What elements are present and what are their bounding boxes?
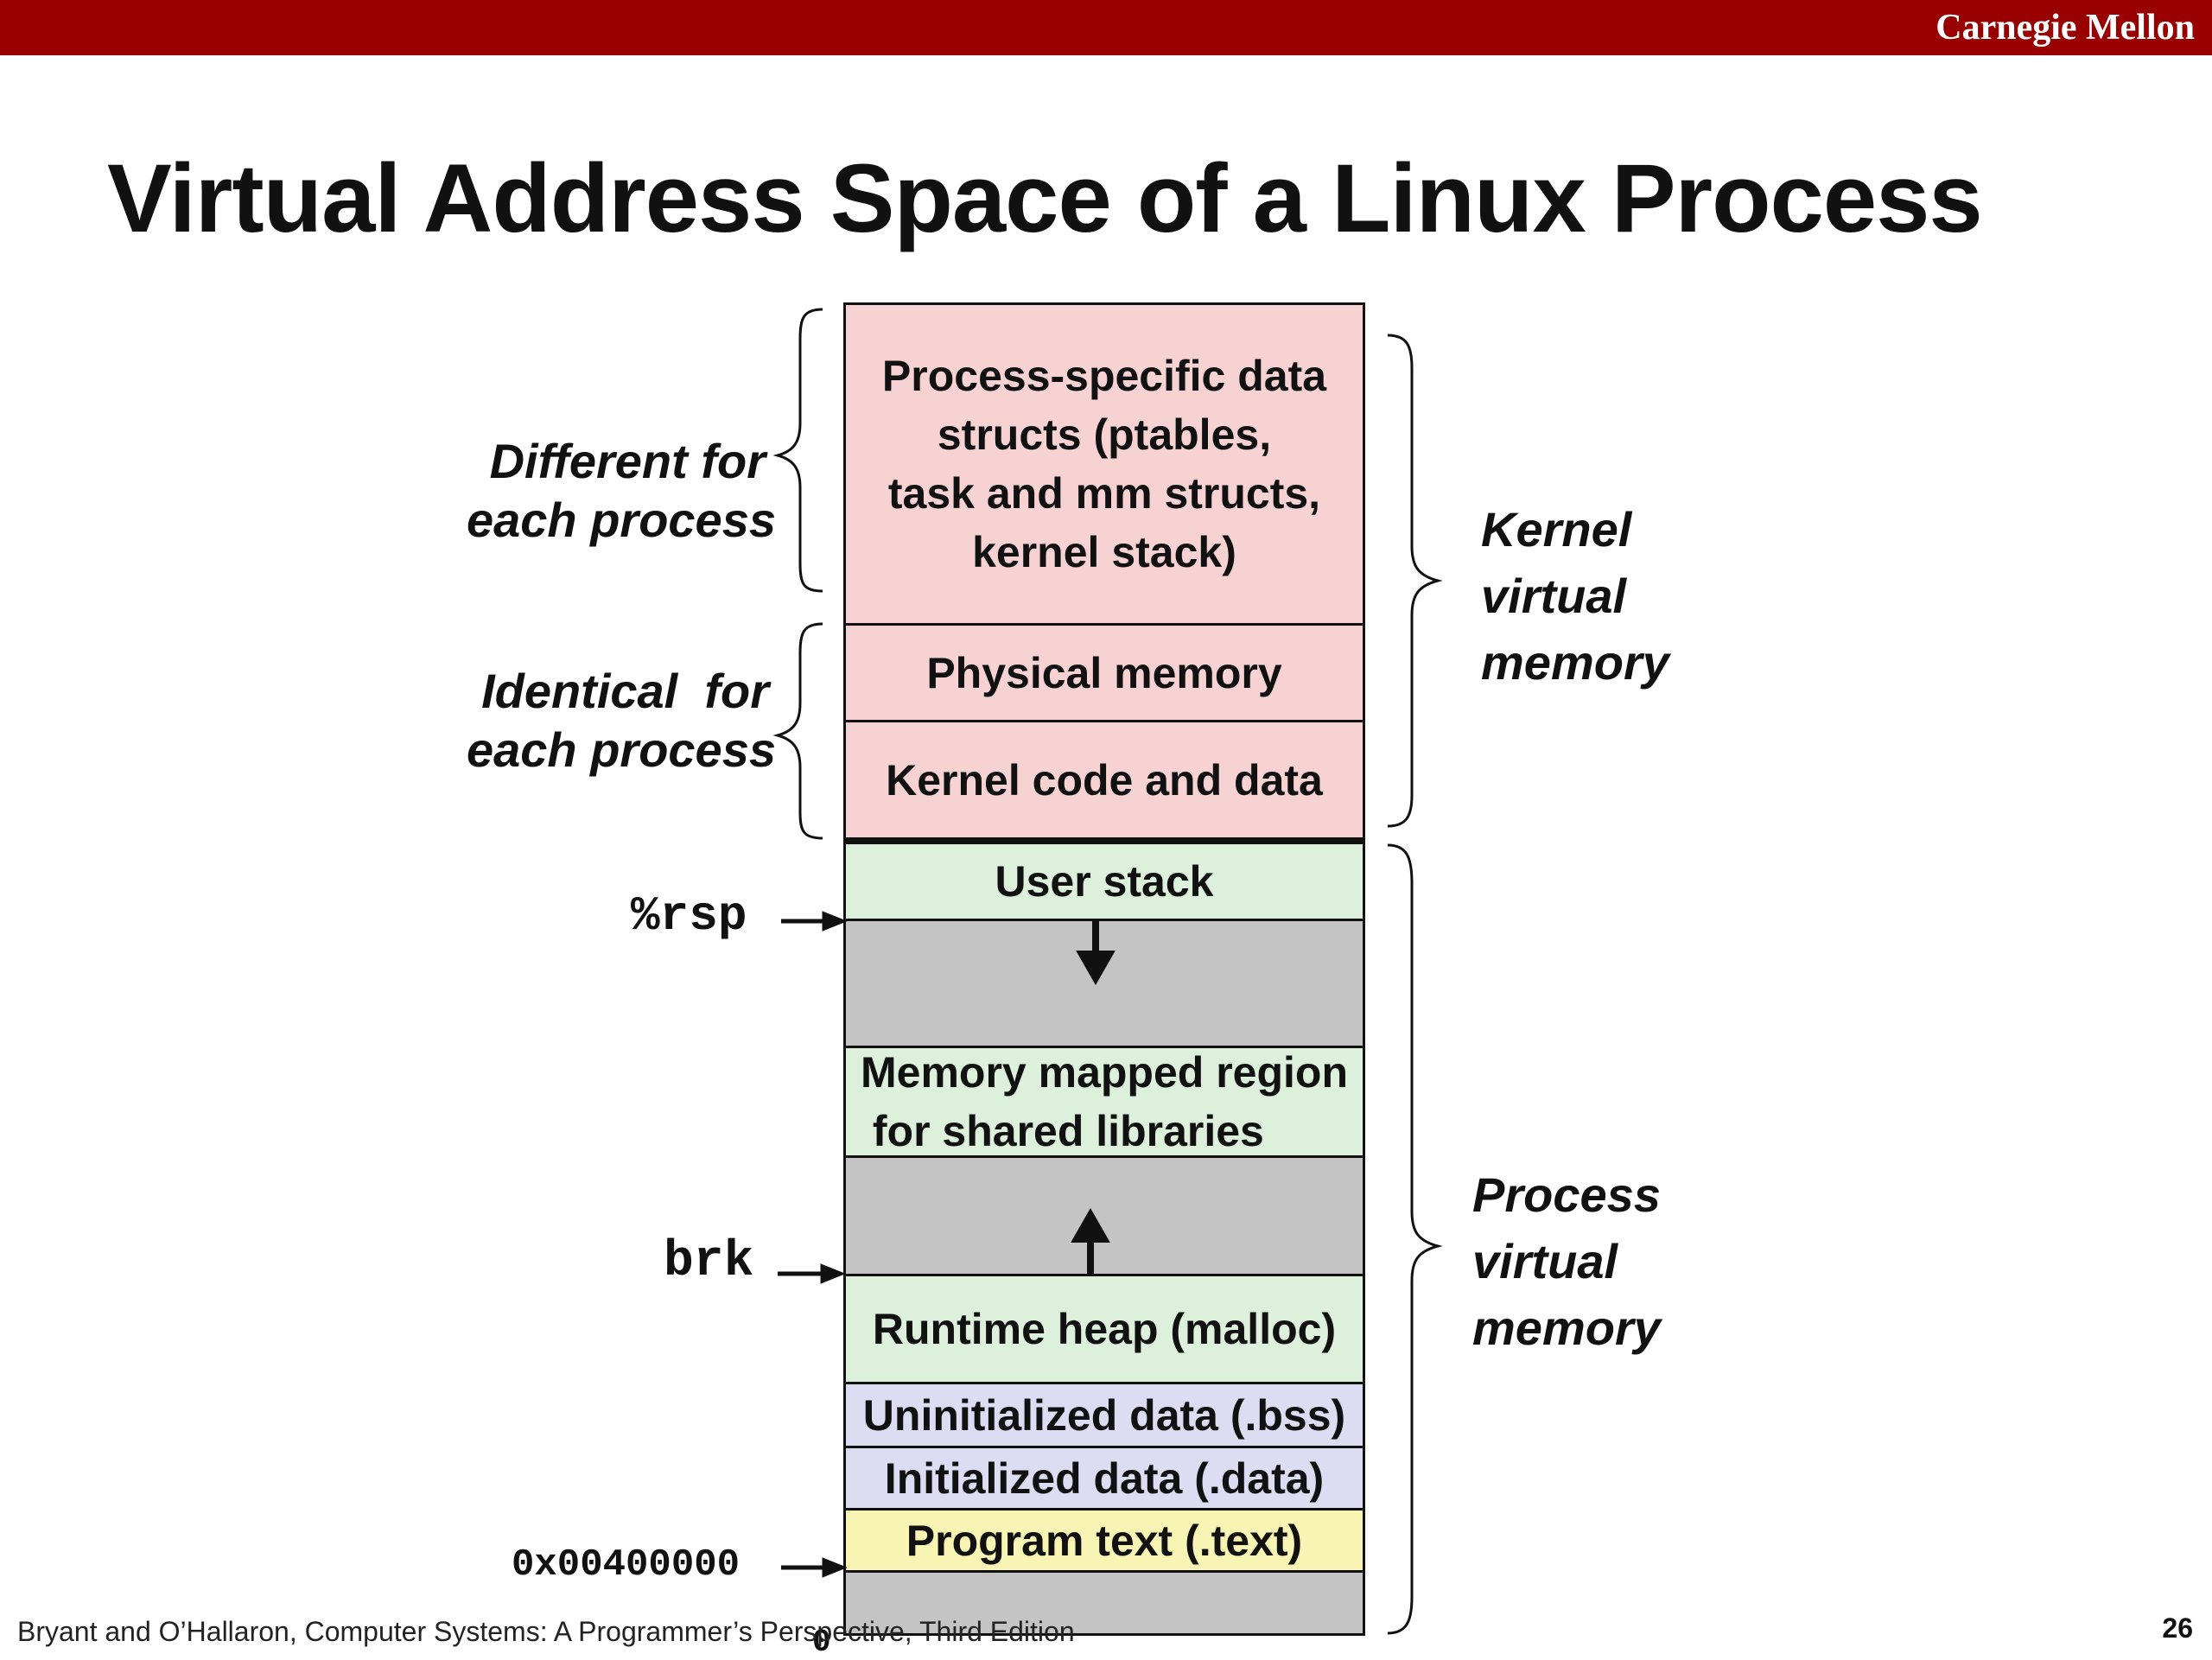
segment-bottom-gap xyxy=(843,1570,1365,1636)
left-brace-different xyxy=(772,308,823,593)
left-brace-identical xyxy=(772,622,823,840)
header-bar: Carnegie Mellon xyxy=(0,0,2212,55)
label-different-line-1: Different for xyxy=(489,434,766,488)
segment-heap-gap xyxy=(843,1155,1365,1276)
page-number: 26 xyxy=(2162,1612,2193,1644)
segment-process-specific-line-1: Process-specific data xyxy=(881,352,1327,400)
label-different-for-each-process: Different for each process xyxy=(467,432,776,550)
segment-mmap-region: Memory mapped region for shared librarie… xyxy=(843,1046,1365,1158)
label-process-virtual-memory: Process virtual memory xyxy=(1472,1161,1661,1361)
segment-mmap-line-1: Memory mapped region xyxy=(861,1048,1348,1097)
segment-physical-memory: Physical memory xyxy=(843,623,1365,722)
label-kernel-line-3: memory xyxy=(1481,635,1669,690)
label-kernel-line-1: Kernel xyxy=(1481,502,1632,557)
label-process-line-3: memory xyxy=(1472,1301,1661,1355)
label-rsp: %rsp xyxy=(631,888,747,944)
label-different-line-2: each process xyxy=(467,493,776,547)
footer-citation: Bryant and O’Hallaron, Computer Systems:… xyxy=(17,1616,1075,1647)
segment-kernel-code: Kernel code and data xyxy=(843,720,1365,840)
label-brk: brk xyxy=(664,1234,754,1290)
label-identical-line-1: Identical for xyxy=(481,664,769,718)
segment-process-specific-line-2: structs (ptables, xyxy=(937,410,1272,459)
label-kernel-line-2: virtual xyxy=(1481,569,1627,623)
brand-label: Carnegie Mellon xyxy=(1936,8,2195,48)
label-process-line-1: Process xyxy=(1472,1167,1661,1222)
label-identical-line-2: each process xyxy=(467,722,776,777)
segment-runtime-heap: Runtime heap (malloc) xyxy=(843,1274,1365,1384)
segment-process-specific-line-4: kernel stack) xyxy=(972,528,1236,576)
segment-process-specific: Process-specific data structs (ptables, … xyxy=(843,302,1365,626)
label-process-line-2: virtual xyxy=(1472,1234,1618,1288)
label-kernel-virtual-memory: Kernel virtual memory xyxy=(1481,496,1669,696)
segment-stack-gap xyxy=(843,919,1365,1048)
right-brace-kernel xyxy=(1387,334,1443,828)
segment-process-specific-line-3: task and mm structs, xyxy=(887,469,1321,518)
label-zero: 0 xyxy=(812,1625,831,1660)
segment-data: Initialized data (.data) xyxy=(843,1446,1365,1511)
label-identical-for-each-process: Identical for each process xyxy=(467,662,776,779)
segment-user-stack: User stack xyxy=(843,837,1365,921)
slide-title: Virtual Address Space of a Linux Process xyxy=(107,144,1983,252)
right-brace-process xyxy=(1387,843,1443,1635)
label-text-start: 0x00400000 xyxy=(512,1543,741,1587)
segment-mmap-line-2: for shared libraries xyxy=(861,1107,1264,1155)
